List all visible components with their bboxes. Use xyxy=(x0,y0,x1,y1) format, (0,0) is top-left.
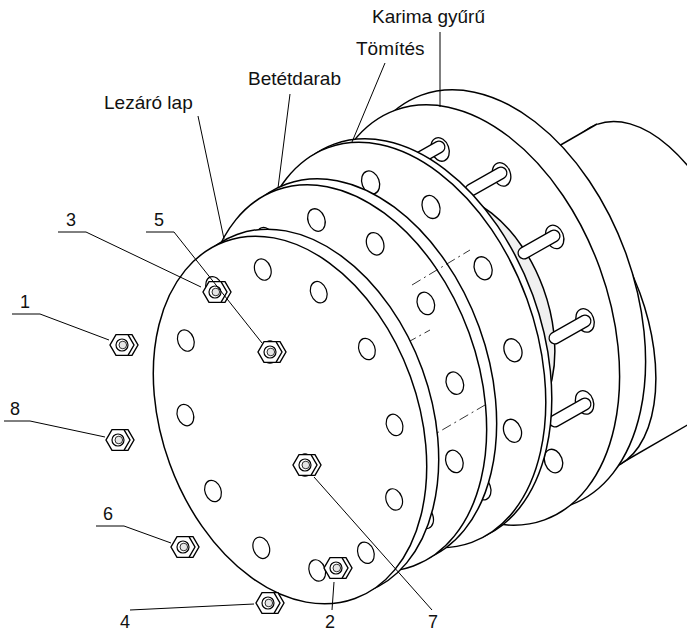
stud-bolt xyxy=(555,321,585,338)
leader-line xyxy=(12,314,109,340)
stud-bolt xyxy=(524,236,554,253)
callout-number: 7 xyxy=(428,612,438,632)
part-name: Lezáró lap xyxy=(104,92,193,114)
stud-bolt xyxy=(471,173,501,190)
leader-line xyxy=(440,32,441,107)
stud-bolt xyxy=(555,404,585,421)
hex-nut xyxy=(324,558,352,579)
leader-line xyxy=(278,94,290,188)
blind-plate xyxy=(105,198,476,639)
hex-nut xyxy=(258,342,286,363)
hex-nut xyxy=(106,282,352,614)
callout-number: 1 xyxy=(20,292,30,312)
hex-nut xyxy=(171,537,199,558)
callout-number: 8 xyxy=(10,399,20,419)
part-name: Tömítés xyxy=(356,38,425,60)
part-name: Karima gyűrű xyxy=(372,6,485,28)
stud-bolt xyxy=(555,321,585,338)
blind-plate xyxy=(136,232,443,607)
leader-line xyxy=(314,477,432,610)
hex-nut xyxy=(256,593,284,614)
center-line xyxy=(412,250,470,285)
leader-line xyxy=(4,421,105,437)
hex-nut xyxy=(110,335,138,356)
leader-line xyxy=(58,232,201,287)
leader-line xyxy=(352,63,385,142)
callout-number: 5 xyxy=(154,210,164,230)
leader-line xyxy=(96,526,171,543)
callout-number: 3 xyxy=(66,210,76,230)
leader-line xyxy=(198,116,224,239)
part-name: Betétdarab xyxy=(248,68,341,90)
stud-bolt xyxy=(524,236,554,253)
blind-plate xyxy=(105,191,488,639)
hex-nut xyxy=(106,430,134,451)
stud-bolt xyxy=(555,404,585,421)
leader-line xyxy=(332,582,334,610)
callout-number: 4 xyxy=(120,612,130,632)
leader-line xyxy=(146,232,262,343)
leader-line xyxy=(130,604,254,610)
callout-number: 2 xyxy=(325,612,335,632)
callout-number: 6 xyxy=(103,504,113,524)
hex-nut xyxy=(293,455,321,476)
leader-line xyxy=(4,32,440,610)
stud-bolt xyxy=(471,173,501,190)
